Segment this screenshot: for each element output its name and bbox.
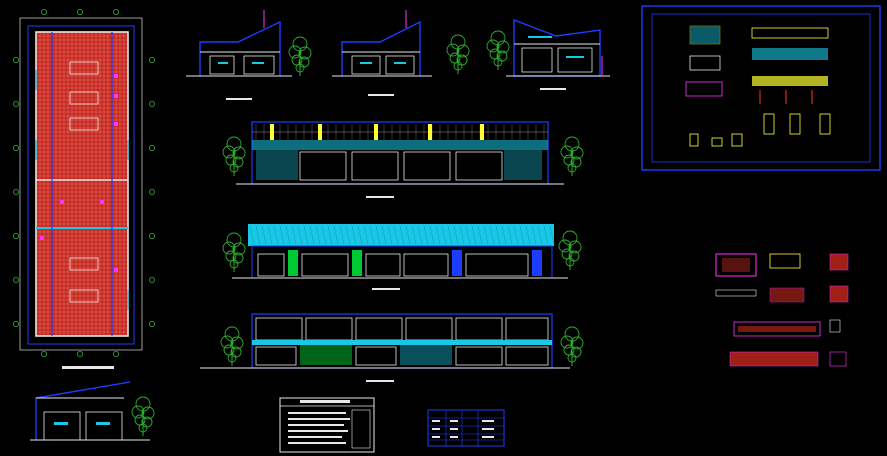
tree-icon — [560, 136, 584, 176]
axis-bubble-icon — [77, 350, 84, 357]
elevation-1 — [222, 121, 584, 198]
tree-icon — [131, 396, 155, 436]
tree-icon — [288, 36, 312, 76]
axis-bubble-icon — [148, 188, 155, 195]
axis-bubble-icon — [113, 8, 120, 15]
section-top-3 — [486, 18, 610, 90]
elevation-3 — [200, 313, 584, 382]
title-block — [279, 397, 375, 453]
axis-bubble-icon — [148, 57, 155, 64]
elevation-2 — [222, 224, 582, 290]
axis-bubble-icon — [12, 188, 19, 195]
plan-frame — [27, 25, 135, 345]
elevation-1-columns — [270, 124, 484, 140]
axis-bubble-icon — [12, 101, 19, 108]
tree-icon — [486, 30, 510, 70]
axis-bubble-icon — [12, 276, 19, 283]
plan-title-bar — [62, 366, 114, 369]
plan-door-markers — [40, 74, 118, 272]
axis-bubble-icon — [148, 276, 155, 283]
axis-bubble-icon — [77, 8, 84, 15]
axis-bubble-icon — [148, 101, 155, 108]
elevation-2-roof — [248, 224, 554, 246]
axis-bubble-icon — [41, 350, 48, 357]
axis-bubble-icon — [12, 57, 19, 64]
axis-bubble-icon — [12, 232, 19, 239]
plan-furniture — [69, 61, 99, 303]
section-top-1 — [186, 10, 312, 100]
plan-outer-dimension-frame — [19, 17, 143, 351]
plan-outer-wall — [35, 31, 129, 337]
axis-bubble-icon — [148, 144, 155, 151]
axis-bubble-icon — [148, 232, 155, 239]
tree-icon — [558, 230, 582, 270]
floor-plan — [12, 8, 155, 369]
axis-bubble-icon — [148, 320, 155, 327]
axis-bubble-icon — [113, 350, 120, 357]
tree-icon — [220, 326, 244, 366]
tree-icon — [222, 136, 246, 176]
axis-bubble-icon — [41, 8, 48, 15]
plan-axis-bubbles — [12, 8, 155, 357]
schedule-table — [427, 409, 505, 447]
section-bottom-left — [30, 381, 155, 441]
tree-icon — [222, 232, 246, 272]
tree-icon — [446, 34, 470, 74]
section-top-2 — [332, 10, 470, 96]
construction-details — [715, 253, 849, 367]
detail-sheet — [641, 5, 881, 171]
tree-icon — [560, 326, 584, 366]
axis-bubble-icon — [12, 320, 19, 327]
plan-windows — [35, 70, 129, 310]
axis-bubble-icon — [12, 144, 19, 151]
